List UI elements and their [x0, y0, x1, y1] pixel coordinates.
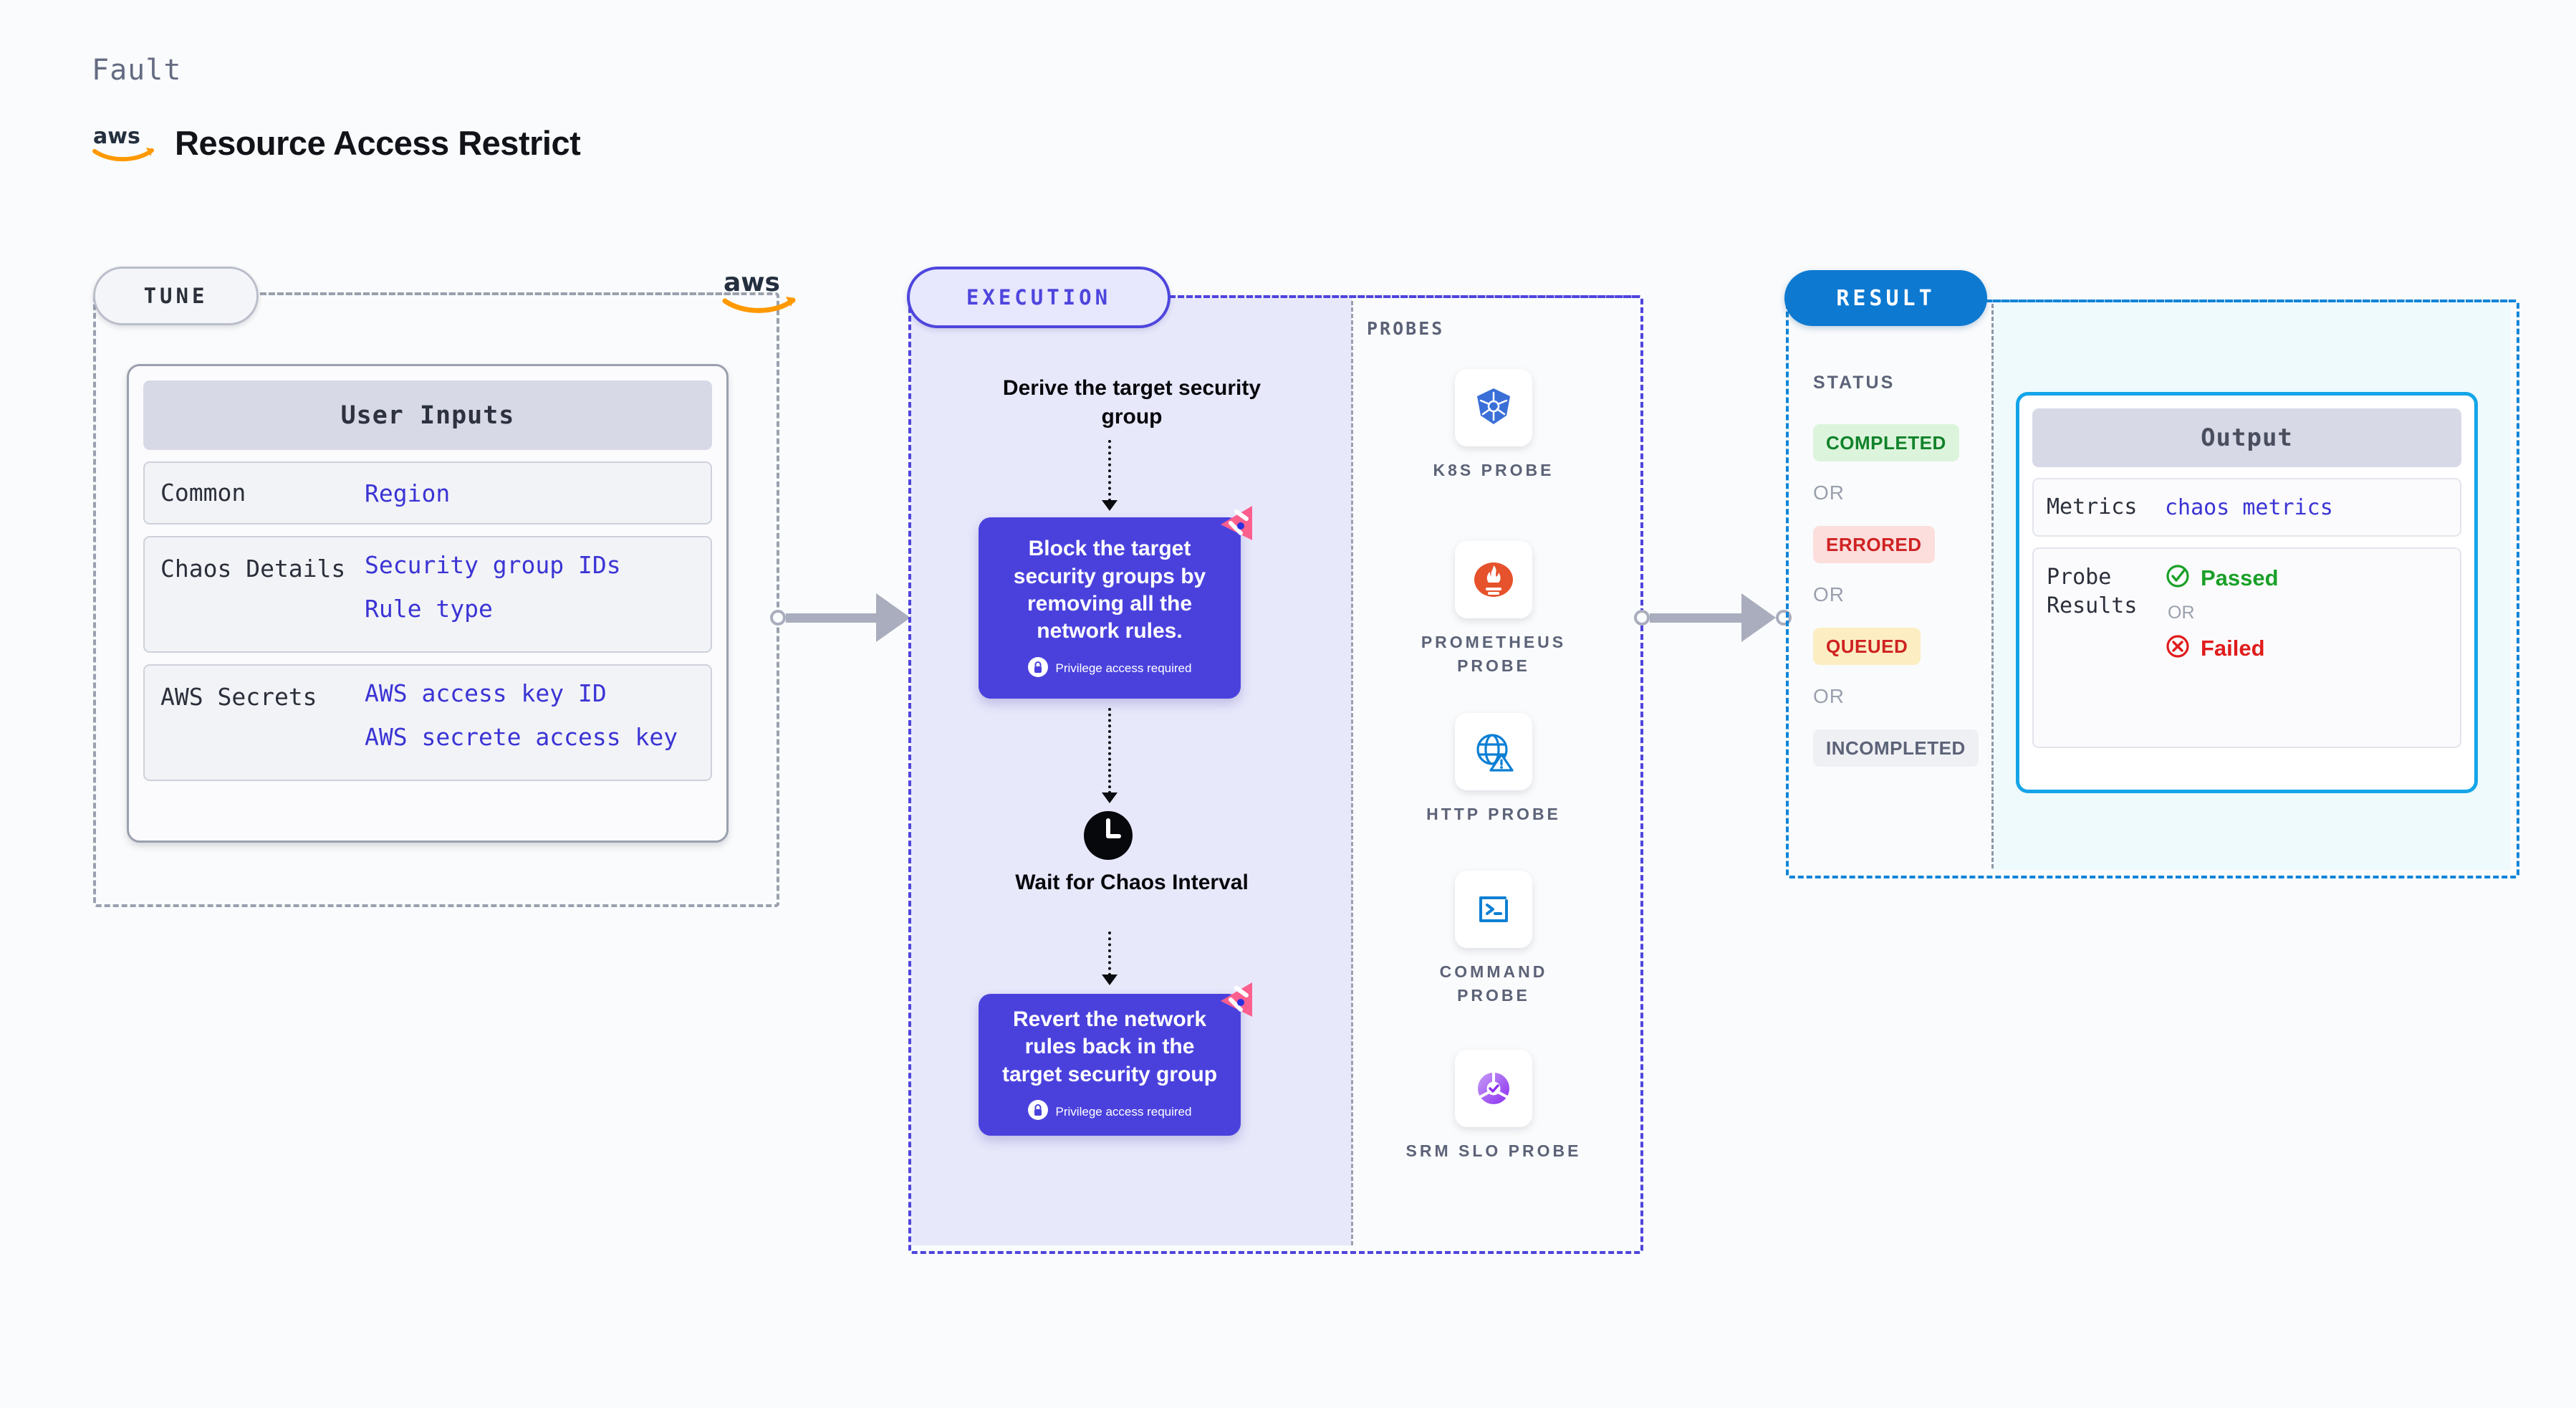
- probe-results-values: Passed OR Failed: [2165, 563, 2279, 732]
- input-row-label: AWS Secrets: [160, 683, 317, 711]
- flow-arrowhead-icon: [1102, 974, 1118, 985]
- terminal-icon: [1455, 871, 1532, 948]
- status-or-label: OR: [1813, 583, 1845, 605]
- svg-text:aws: aws: [93, 124, 140, 149]
- privilege-note: Privilege access required: [1027, 656, 1192, 681]
- probe-item-srm-slo[interactable]: SRM SLO PROBE: [1404, 1050, 1583, 1163]
- input-row-common: Common Region: [143, 461, 712, 525]
- page-title: Resource Access Restrict: [175, 123, 581, 162]
- lock-icon: [1027, 656, 1048, 681]
- passed-label: Passed: [2201, 565, 2279, 590]
- flow-arrow-line: [1108, 440, 1111, 502]
- privilege-note: Privilege access required: [1027, 1100, 1192, 1124]
- chaos-fault-badge-icon: [1209, 978, 1256, 1025]
- status-section-label: STATUS: [1813, 373, 1895, 393]
- input-value: Rule type: [365, 595, 493, 623]
- flow-arrow-line: [1108, 708, 1111, 794]
- connector-arrowhead-icon: [876, 593, 910, 642]
- status-badge-completed: COMPLETED: [1813, 424, 1959, 461]
- user-inputs-header: User Inputs: [143, 380, 712, 450]
- result-divider: [1991, 304, 1994, 868]
- connector-dot: [770, 610, 786, 626]
- probe-label: SRM SLO PROBE: [1405, 1141, 1582, 1160]
- probes-section-label: PROBES: [1367, 318, 1445, 339]
- aws-logo-icon: aws: [722, 265, 797, 317]
- probe-item-prometheus[interactable]: PROMETHEUS PROBE: [1404, 541, 1583, 679]
- input-row-aws-secrets: AWS Secrets AWS access key ID AWS secret…: [143, 664, 712, 781]
- privilege-text: Privilege access required: [1055, 661, 1192, 676]
- result-pill[interactable]: RESULT: [1784, 270, 1987, 326]
- input-row-label: Common: [160, 478, 246, 507]
- input-row-chaos-details: Chaos Details Security group IDs Rule ty…: [143, 536, 712, 653]
- execution-card-block[interactable]: Block the target security groups by remo…: [979, 506, 1252, 699]
- failed-label: Failed: [2201, 635, 2265, 661]
- input-row-values: AWS access key ID AWS secrete access key: [365, 681, 678, 764]
- input-value: Security group IDs: [365, 551, 621, 579]
- input-row-label: Chaos Details: [160, 555, 346, 583]
- input-row-values: Security group IDs Rule type: [365, 553, 621, 636]
- execution-pill[interactable]: EXECUTION: [907, 267, 1171, 328]
- probes-divider: [1351, 301, 1353, 1245]
- probe-item-command[interactable]: COMMAND PROBE: [1404, 871, 1583, 1008]
- tune-pill[interactable]: TUNE: [93, 267, 259, 325]
- output-metrics-label: Metrics: [2047, 494, 2138, 520]
- page-title-row: aws Resource Access Restrict: [92, 122, 581, 163]
- execution-card-text: Revert the network rules back in the tar…: [1001, 1007, 1218, 1086]
- input-value: AWS secrete access key: [365, 723, 678, 751]
- probe-result-failed: Failed: [2165, 633, 2279, 663]
- execution-step-derive-title: Derive the target security group: [1002, 376, 1261, 428]
- execution-connector-dash: [1160, 295, 1638, 298]
- connector-tune-to-execution: [770, 593, 926, 642]
- aws-logo-icon: aws: [92, 122, 156, 163]
- privilege-text: Privilege access required: [1055, 1104, 1192, 1119]
- connector-dot: [1634, 610, 1650, 626]
- status-or-label: OR: [1813, 482, 1845, 504]
- tune-connector-dash: [252, 292, 739, 295]
- check-circle-icon: [2165, 563, 2191, 593]
- output-probe-results-label: Probe Results: [2047, 565, 2138, 618]
- probe-label: HTTP PROBE: [1426, 805, 1561, 823]
- connector-bar: [786, 613, 876, 623]
- kubernetes-icon: [1455, 369, 1532, 446]
- user-inputs-card: User Inputs Common Region Chaos Details …: [127, 364, 729, 843]
- output-metrics-value: chaos metrics: [2165, 494, 2333, 520]
- connector-bar: [1650, 613, 1741, 623]
- output-card: Output Metrics chaos metrics Probe Resul…: [2016, 392, 2478, 793]
- probe-label: COMMAND PROBE: [1439, 962, 1548, 1005]
- input-value: Region: [365, 479, 451, 507]
- result-connector-dash: [1984, 300, 2514, 302]
- output-row-metrics: Metrics chaos metrics: [2032, 478, 2461, 537]
- srm-slo-icon: [1455, 1050, 1532, 1127]
- lock-icon: [1027, 1100, 1048, 1124]
- output-row-probe-results: Probe Results Passed OR: [2032, 547, 2461, 748]
- prometheus-icon: [1455, 541, 1532, 618]
- probe-label: K8S PROBE: [1433, 461, 1554, 479]
- execution-card-text: Block the target security groups by remo…: [1013, 537, 1206, 643]
- fault-label: Fault: [92, 54, 182, 87]
- connector-arrowhead-icon: [1741, 593, 1776, 642]
- flow-arrowhead-icon: [1102, 500, 1118, 511]
- x-circle-icon: [2165, 633, 2191, 663]
- probe-item-k8s[interactable]: K8S PROBE: [1404, 369, 1583, 482]
- status-badge-incompleted: INCOMPLETED: [1813, 729, 1979, 767]
- output-header: Output: [2032, 408, 2461, 467]
- probe-item-http[interactable]: HTTP PROBE: [1404, 713, 1583, 826]
- status-badge-queued: QUEUED: [1813, 628, 1921, 665]
- clock-icon: [1081, 808, 1135, 863]
- input-value: AWS access key ID: [365, 679, 607, 707]
- chaos-fault-badge-icon: [1209, 502, 1256, 549]
- status-or-label: OR: [1813, 685, 1845, 707]
- probe-result-or-label: OR: [2168, 603, 2195, 623]
- input-row-values: Region: [365, 482, 450, 505]
- flow-arrowhead-icon: [1102, 792, 1118, 803]
- execution-card-revert[interactable]: Revert the network rules back in the tar…: [979, 982, 1252, 1136]
- connector-execution-to-result: [1634, 593, 1792, 642]
- globe-warning-icon: [1455, 713, 1532, 790]
- status-badge-errored: ERRORED: [1813, 526, 1935, 563]
- flow-arrow-line: [1108, 932, 1111, 976]
- probe-result-passed: Passed: [2165, 563, 2279, 593]
- probe-label: PROMETHEUS PROBE: [1421, 633, 1567, 676]
- execution-step-wait-title: Wait for Chaos Interval: [1015, 871, 1249, 894]
